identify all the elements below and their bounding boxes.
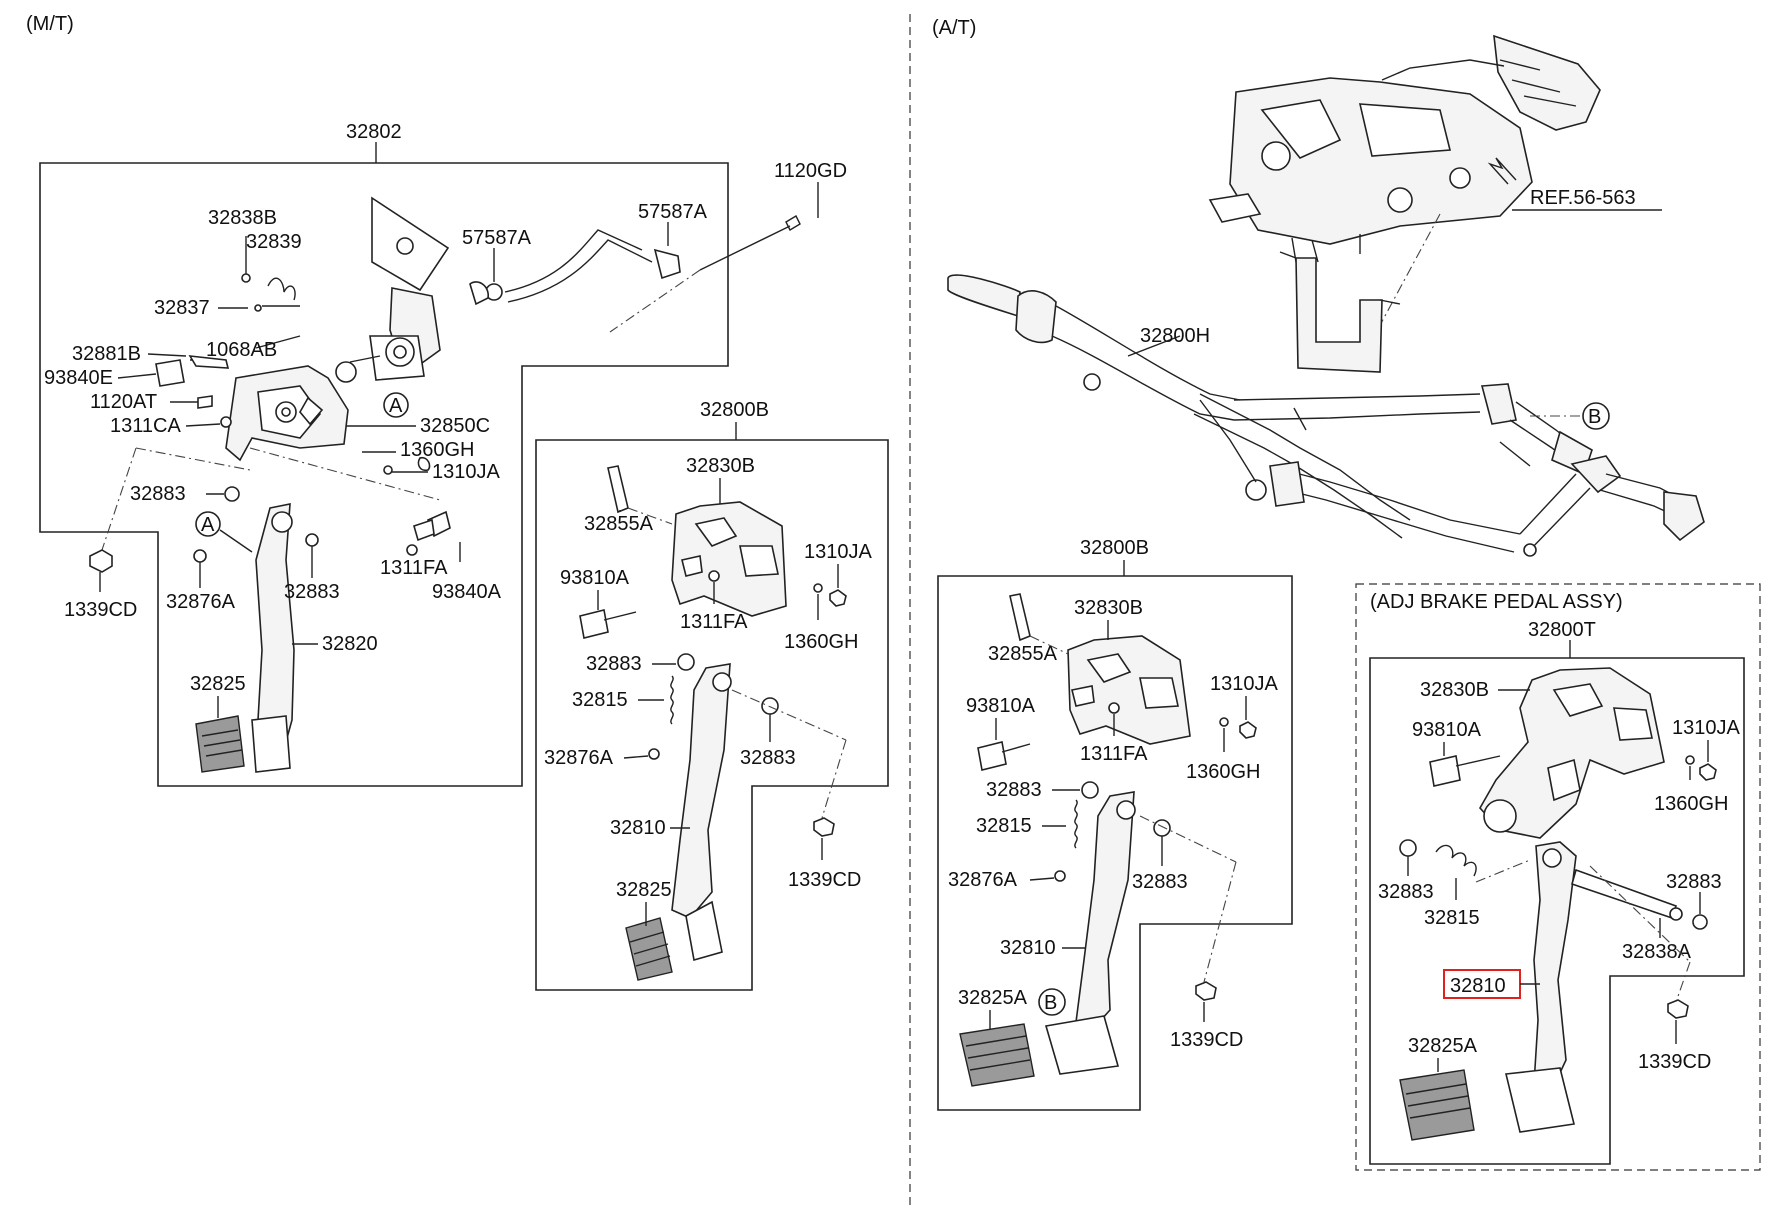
ref-label[interactable]: REF.56-563 <box>1530 187 1636 209</box>
part-label[interactable]: 32802 <box>346 121 402 143</box>
part-label[interactable]: 1339CD <box>64 599 137 621</box>
part-label[interactable]: 1310JA <box>1210 673 1278 695</box>
highlighted-part-label[interactable]: 32810 <box>1450 975 1506 997</box>
part-label[interactable]: 57587A <box>638 201 708 223</box>
part-label[interactable]: 32825A <box>958 987 1028 1009</box>
part-label[interactable]: 32800T <box>1528 619 1596 641</box>
part-label[interactable]: 1360GH <box>1654 793 1729 815</box>
part-label[interactable]: 32830B <box>686 455 755 477</box>
part-label[interactable]: 1310JA <box>1672 717 1740 739</box>
part-label[interactable]: 1339CD <box>1638 1051 1711 1073</box>
callout-a[interactable]: A <box>201 514 215 536</box>
adj-pedal-group: (ADJ BRAKE PEDAL ASSY) 32800T 32830B 938… <box>1355 583 1761 1171</box>
part-label[interactable]: 57587A <box>462 227 532 249</box>
part-label[interactable]: 1339CD <box>788 869 861 891</box>
part-label[interactable]: 1360GH <box>400 439 475 461</box>
adj-dashed-box <box>1355 583 1761 1171</box>
part-label[interactable]: 32883 <box>740 747 796 769</box>
part-label[interactable]: 1310JA <box>804 541 872 563</box>
part-label[interactable]: 93840E <box>44 367 113 389</box>
part-label[interactable]: 32883 <box>986 779 1042 801</box>
callout-b-circle <box>1582 402 1610 430</box>
part-label[interactable]: 32883 <box>1132 871 1188 893</box>
mt-outline-box <box>39 162 729 787</box>
part-label[interactable]: 93810A <box>1412 719 1482 741</box>
part-label[interactable]: 32883 <box>1378 881 1434 903</box>
part-label[interactable]: 1311CA <box>110 415 181 437</box>
section-title-at: (A/T) <box>932 17 976 39</box>
part-label[interactable]: 32855A <box>584 513 654 535</box>
part-label[interactable]: 32838A <box>1622 941 1692 963</box>
part-label[interactable]: 93840A <box>432 581 502 603</box>
callout-a-circle <box>195 511 221 537</box>
callout-b-circle <box>1038 988 1066 1016</box>
section-title-mt: (M/T) <box>26 13 74 35</box>
part-label[interactable]: 32810 <box>1000 937 1056 959</box>
part-label[interactable]: 32837 <box>154 297 210 319</box>
part-label[interactable]: 32855A <box>988 643 1058 665</box>
part-label[interactable]: 1310JA <box>432 461 500 483</box>
part-label[interactable]: 1360GH <box>1186 761 1261 783</box>
part-label[interactable]: 1360GH <box>784 631 859 653</box>
part-label[interactable]: 32815 <box>976 815 1032 837</box>
part-label[interactable]: 32820 <box>322 633 378 655</box>
part-label[interactable]: 32881B <box>72 343 141 365</box>
part-label[interactable]: 32815 <box>1424 907 1480 929</box>
part-label[interactable]: 32825 <box>190 673 246 695</box>
part-label[interactable]: 32883 <box>130 483 186 505</box>
part-label[interactable]: 1311FA <box>380 557 448 579</box>
at-brake-group: 32800B 32830B 32855A 1310JA 93810A 1311F… <box>937 537 1293 1111</box>
callout-b[interactable]: B <box>1588 406 1601 428</box>
part-label[interactable]: 32800H <box>1140 325 1210 347</box>
part-label[interactable]: 32850C <box>420 415 490 437</box>
part-label[interactable]: 1068AB <box>206 339 277 361</box>
part-label[interactable]: 32883 <box>284 581 340 603</box>
part-label[interactable]: 32825 <box>616 879 672 901</box>
part-label[interactable]: 32830B <box>1420 679 1489 701</box>
part-label[interactable]: 32876A <box>544 747 614 769</box>
callout-a-circle <box>383 392 409 418</box>
part-label[interactable]: 1120AT <box>90 391 157 413</box>
part-label[interactable]: 32838B <box>208 207 277 229</box>
part-label[interactable]: 1311FA <box>1080 743 1148 765</box>
part-label[interactable]: 32830B <box>1074 597 1143 619</box>
mt-b-outline-box <box>535 439 889 991</box>
mt-brake-group: 32800B 32830B 32855A 1310JA 93810A 1311F… <box>535 399 889 991</box>
part-label[interactable]: 1120GD <box>774 160 847 182</box>
part-label[interactable]: 32825A <box>1408 1035 1478 1057</box>
callout-a[interactable]: A <box>389 395 403 417</box>
callout-b[interactable]: B <box>1044 992 1057 1014</box>
part-label[interactable]: 32810 <box>610 817 666 839</box>
part-label[interactable]: 32883 <box>586 653 642 675</box>
at-b-outline-box <box>937 575 1293 1111</box>
adj-outline-box <box>1369 657 1745 1165</box>
part-label[interactable]: 32800B <box>700 399 769 421</box>
part-label[interactable]: 32800B <box>1080 537 1149 559</box>
part-label[interactable]: 32815 <box>572 689 628 711</box>
part-label[interactable]: 32876A <box>166 591 236 613</box>
part-label[interactable]: 32883 <box>1666 871 1722 893</box>
part-label[interactable]: 1339CD <box>1170 1029 1243 1051</box>
at-column-group: REF.56-563 32800H B <box>947 34 1705 557</box>
mt-clutch-group: 32802 1120GD 57587A 57587A <box>39 121 847 787</box>
part-label[interactable]: 32876A <box>948 869 1018 891</box>
part-label[interactable]: 32839 <box>246 231 302 253</box>
part-label[interactable]: 93810A <box>560 567 630 589</box>
part-label[interactable]: 93810A <box>966 695 1036 717</box>
part-label[interactable]: 1311FA <box>680 611 748 633</box>
section-title-adj[interactable]: (ADJ BRAKE PEDAL ASSY) <box>1370 591 1623 613</box>
